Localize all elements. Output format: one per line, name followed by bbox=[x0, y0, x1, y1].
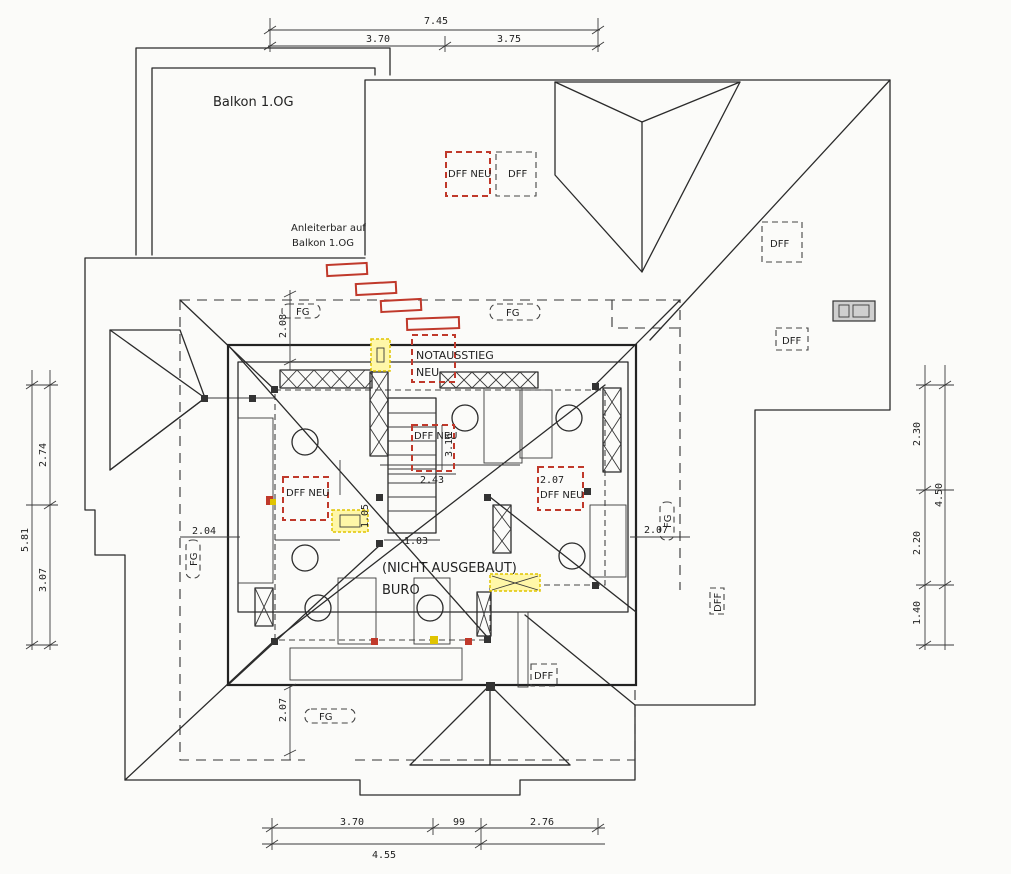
dim-right-upper: 2.30 bbox=[912, 422, 923, 446]
ceiling-circles bbox=[291, 404, 586, 622]
dim-top-total: 7.45 bbox=[424, 16, 448, 27]
room-label-nicht-ausgebaut: (NICHT AUSGEBAUT) bbox=[382, 561, 517, 576]
chimney-box bbox=[832, 300, 876, 322]
escape-ladder-path bbox=[325, 261, 461, 331]
fg-markers: FG FG FG FG FG bbox=[185, 303, 675, 724]
fg-label: FG bbox=[663, 514, 674, 528]
dim-left-upper: 2.74 bbox=[38, 443, 49, 467]
dff-neu-skylight bbox=[537, 466, 584, 511]
dim-bottom-total: 4.55 bbox=[372, 850, 396, 861]
right-dimension-chain: 2.30 4.50 2.20 1.40 bbox=[912, 365, 954, 650]
notausstieg-neu-label: NEU bbox=[416, 366, 439, 379]
yellow-hatch-marker bbox=[331, 509, 369, 533]
dff-neu-skylight bbox=[445, 151, 491, 197]
dff-skylight bbox=[495, 151, 537, 197]
notausstieg-skylight bbox=[411, 334, 456, 383]
balcony-label: Balkon 1.OG bbox=[213, 95, 294, 110]
circle-marker bbox=[555, 404, 583, 432]
dim-top-right: 3.75 bbox=[497, 34, 521, 45]
tie-beams bbox=[254, 369, 622, 637]
dim-103: 1.03 bbox=[404, 536, 428, 547]
dff-label: DFF bbox=[713, 593, 724, 612]
dim-left-total: 5.81 bbox=[20, 528, 31, 552]
left-dimension-chain: 5.81 2.74 3.07 bbox=[20, 370, 58, 650]
skylights: DFF NEU DFF DFF DFF NOTAUSSTIEG NEU DFF … bbox=[282, 151, 876, 687]
dim-207-stairs: 2.07 bbox=[540, 475, 564, 486]
circle-marker bbox=[291, 544, 319, 572]
dff-neu-label: DFF NEU bbox=[448, 169, 492, 180]
fg-label: FG bbox=[319, 712, 333, 723]
inner-dimensions: 2.08 2.07 2.04 2.07 3.16 2.43 2.07 1.03 … bbox=[180, 290, 690, 760]
dim-right-lower: 1.40 bbox=[912, 601, 923, 625]
circle-marker bbox=[304, 594, 332, 622]
dff-neu-label: DFF NEU bbox=[540, 490, 584, 501]
dff-label: DFF bbox=[782, 336, 801, 347]
room-label-buro: BURO bbox=[382, 583, 420, 598]
fg-label: FG bbox=[189, 552, 200, 566]
roof-outline bbox=[84, 79, 891, 796]
balcony-outline: Balkon 1.OG Anleiterbar auf Balkon 1.OG bbox=[135, 47, 391, 256]
dff-neu-skylight bbox=[411, 424, 455, 472]
dff-neu-skylight bbox=[282, 476, 329, 521]
dim-top-left: 3.70 bbox=[366, 34, 390, 45]
top-dimension-chain: 7.45 3.70 3.75 bbox=[263, 16, 605, 52]
circle-marker bbox=[291, 428, 319, 456]
bottom-dimension-chain: 3.70 99 2.76 4.55 bbox=[262, 817, 605, 861]
post-markers bbox=[201, 383, 599, 691]
anleiter-label-line2: Balkon 1.OG bbox=[292, 238, 354, 249]
dim-right-total: 4.50 bbox=[934, 483, 945, 507]
circle-marker bbox=[451, 404, 479, 432]
yellow-hatch-marker bbox=[370, 338, 391, 372]
dim-207-bottom: 2.07 bbox=[278, 698, 289, 722]
dim-bottom-mid: 99 bbox=[453, 817, 465, 828]
dim-204: 2.04 bbox=[192, 526, 216, 537]
yellow-markers bbox=[331, 338, 541, 592]
dim-bottom-left: 3.70 bbox=[340, 817, 364, 828]
circle-marker bbox=[416, 594, 444, 622]
dim-bottom-right: 2.76 bbox=[530, 817, 554, 828]
room-labels: (NICHT AUSGEBAUT) BURO bbox=[382, 561, 517, 598]
anleiter-label-line1: Anleiterbar auf bbox=[291, 223, 366, 234]
dff-label: DFF bbox=[534, 671, 553, 682]
dim-105: 1.05 bbox=[360, 504, 371, 528]
main-room-outline bbox=[226, 343, 638, 687]
dim-243: 2.43 bbox=[420, 475, 444, 486]
dim-208: 2.08 bbox=[278, 314, 289, 338]
dim-right-mid: 2.20 bbox=[912, 531, 923, 555]
dff-label: DFF bbox=[508, 169, 527, 180]
dff-skylight bbox=[530, 663, 558, 687]
dim-207-right: 2.07 bbox=[644, 525, 668, 536]
dff-skylight bbox=[761, 221, 803, 263]
dff-skylight bbox=[775, 327, 809, 351]
dim-316: 3.16 bbox=[444, 433, 455, 457]
dff-neu-label: DFF NEU bbox=[286, 488, 330, 499]
circle-marker bbox=[558, 542, 586, 570]
fg-label: FG bbox=[506, 308, 520, 319]
dff-label: DFF bbox=[770, 239, 789, 250]
dim-left-lower: 3.07 bbox=[38, 568, 49, 592]
dff-neu-label: DFF NEU bbox=[414, 431, 458, 442]
notausstieg-label: NOTAUSSTIEG bbox=[416, 349, 494, 362]
fg-label: FG bbox=[296, 307, 310, 318]
